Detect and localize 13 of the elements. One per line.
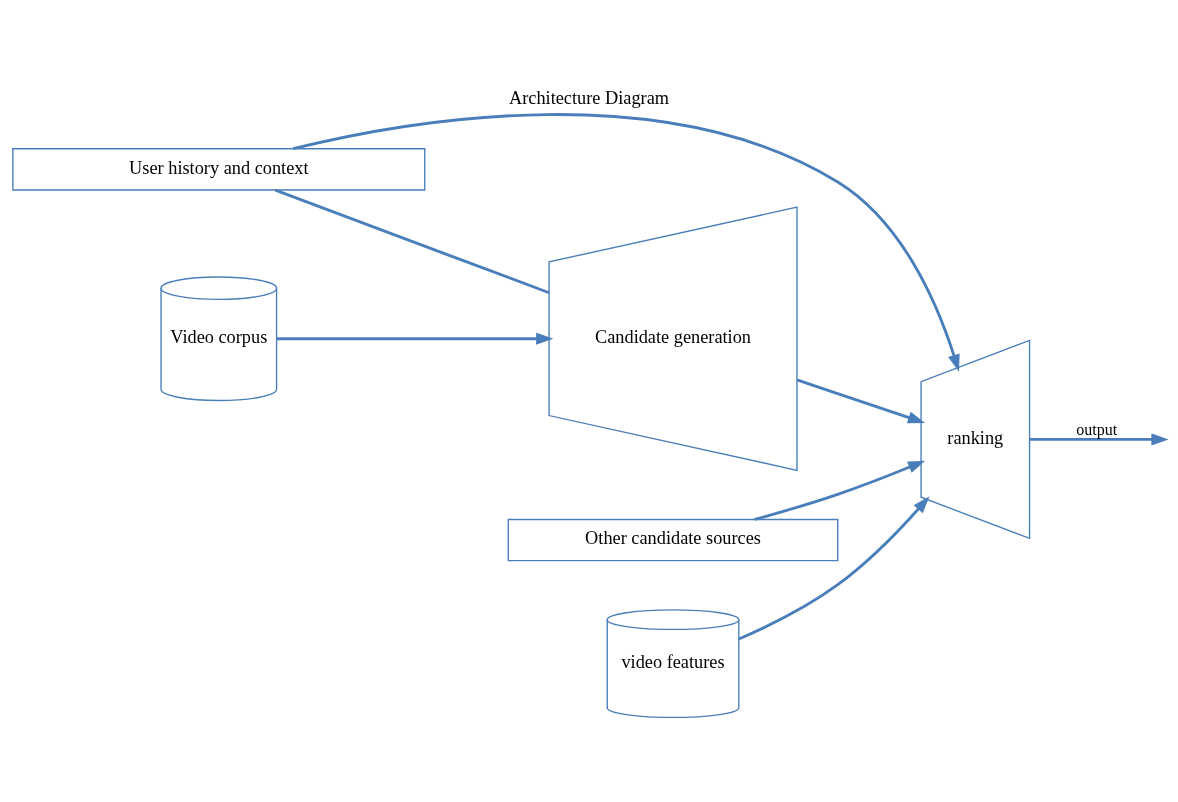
arrow <box>796 378 926 424</box>
arrow <box>754 460 926 521</box>
node-box: Candidate generation <box>548 206 798 472</box>
node-box: User history and context <box>12 148 426 191</box>
edge-label: output <box>1076 421 1118 439</box>
diagram-title: Architecture Diagram <box>508 87 670 108</box>
connector <box>274 188 550 295</box>
node-box: Other candidate sources <box>507 518 839 562</box>
arrow <box>276 332 554 345</box>
arrow <box>292 113 960 372</box>
arrow <box>1029 433 1169 446</box>
arrow <box>738 496 930 641</box>
node-box: ranking <box>920 339 1031 540</box>
